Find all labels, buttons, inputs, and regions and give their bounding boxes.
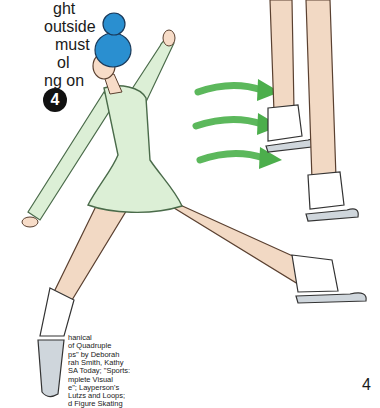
leg (54, 198, 128, 300)
hair (95, 33, 131, 67)
skate-blade (38, 340, 64, 397)
source-note: of Quadruple (68, 342, 111, 350)
source-note: ps" by Deborah (68, 351, 119, 359)
skate-boot (268, 105, 302, 141)
body-text: must (55, 36, 90, 54)
dress (88, 86, 182, 212)
body-text: outside (44, 18, 96, 36)
source-note: rah Smith, Kathy (68, 359, 123, 367)
motion-arrows (196, 85, 264, 160)
leg (306, 0, 336, 180)
source-note: e"; Layperson's (68, 384, 119, 392)
source-note: d Figure Skating (68, 400, 123, 408)
callout-number: 4 (51, 92, 60, 108)
body-text: ght (53, 0, 75, 18)
motion-arrow (198, 85, 262, 92)
skate-boot (40, 288, 74, 336)
source-note: SA Today; "Sports: (68, 367, 130, 375)
body-text: ol (57, 54, 69, 72)
leg (270, 0, 294, 112)
source-note: Lutzs and Loops; (68, 392, 125, 400)
skate-blade (296, 293, 366, 303)
hand (22, 217, 38, 227)
hand (163, 30, 175, 46)
skate-boot (308, 172, 344, 209)
skate-boot (292, 255, 338, 292)
motion-arrow (200, 153, 264, 160)
page-number: 4 (362, 376, 371, 394)
source-note: mplete Visual (68, 376, 113, 384)
source-note: hanical (68, 334, 92, 342)
motion-arrow (196, 119, 262, 126)
body-text: ng on (44, 72, 84, 90)
hair-bun (103, 13, 125, 35)
skate-blade (306, 209, 358, 221)
callout-circle: 4 (43, 88, 67, 112)
